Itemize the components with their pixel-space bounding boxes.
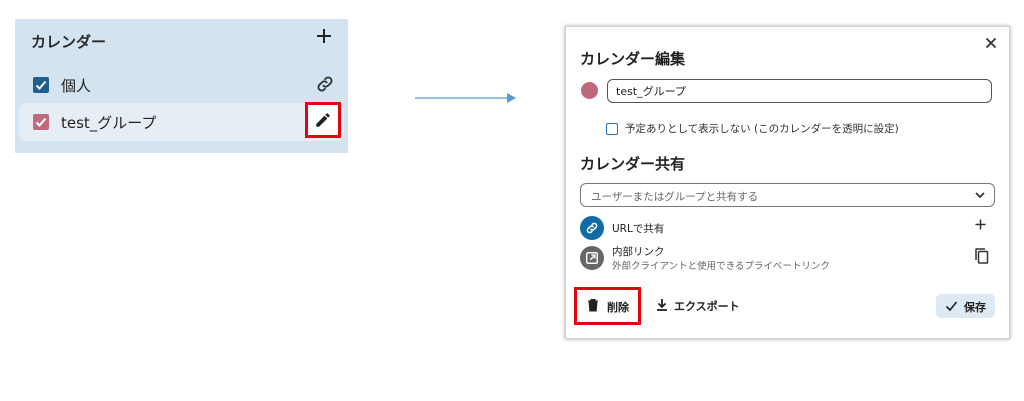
pencil-icon (316, 113, 330, 127)
calendar-name-input[interactable] (607, 79, 992, 103)
share-select-placeholder: ユーザーまたはグループと共有する (591, 191, 759, 203)
check-icon (35, 117, 47, 127)
close-button[interactable] (985, 33, 997, 54)
trash-icon (588, 299, 598, 312)
add-calendar-button[interactable] (316, 27, 332, 49)
plus-icon (317, 29, 331, 43)
delete-button[interactable]: 削除 (574, 287, 641, 325)
copy-link-button[interactable] (975, 248, 989, 268)
share-user-select[interactable]: ユーザーまたはグループと共有する (580, 183, 995, 207)
edit-calendar-dialog: カレンダー編集 予定ありとして表示しない (このカレンダーを透明に設定) カレン… (565, 26, 1010, 339)
chevron-down-icon (975, 192, 985, 199)
transparency-checkbox[interactable] (606, 123, 618, 135)
transparency-label: 予定ありとして表示しない (このカレンダーを透明に設定) (625, 123, 899, 135)
edit-calendar-button[interactable] (305, 102, 341, 138)
plus-icon (975, 219, 986, 230)
calendar-sidebar: カレンダー 個人 test_グループ (15, 19, 348, 153)
calendar-checkbox[interactable] (33, 114, 49, 130)
calendar-color-picker[interactable] (581, 82, 598, 99)
sidebar-item-label: test_グループ (61, 114, 157, 132)
sidebar-header: カレンダー (31, 33, 107, 51)
sidebar-item-personal[interactable]: 個人 (15, 66, 348, 104)
dialog-title: カレンダー編集 (580, 50, 686, 68)
check-icon (35, 80, 47, 90)
url-share-label: URLで共有 (612, 223, 665, 235)
calendar-checkbox[interactable] (33, 77, 49, 93)
share-section-title: カレンダー共有 (580, 155, 686, 173)
copy-icon (975, 248, 989, 264)
download-icon (657, 299, 667, 311)
check-icon (945, 301, 958, 312)
link-icon (317, 76, 333, 92)
link-icon (580, 216, 604, 240)
add-url-share-button[interactable] (975, 215, 986, 235)
delete-label: 削除 (607, 301, 629, 314)
sidebar-item-label: 個人 (61, 77, 92, 95)
flow-arrow-icon (415, 93, 516, 103)
save-button[interactable]: 保存 (936, 294, 995, 318)
open-in-new-icon (580, 246, 604, 270)
internal-link-label: 内部リンク (612, 246, 665, 258)
save-label: 保存 (964, 301, 986, 314)
sidebar-item-test-group[interactable]: test_グループ (19, 103, 344, 141)
internal-link-description: 外部クライアントと使用できるプライベートリンク (612, 261, 830, 272)
close-icon (985, 37, 997, 49)
share-link-button[interactable] (315, 74, 335, 98)
export-label: エクスポート (674, 300, 740, 313)
